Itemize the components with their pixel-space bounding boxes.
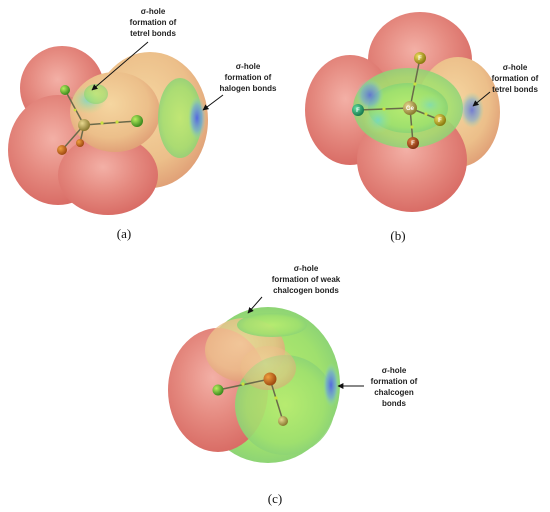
atom-b-f-top-label: F (418, 56, 422, 62)
annotation-c-weak-line1: σ-hole (294, 264, 319, 273)
panel-a: σ-hole formation of tetrel bonds σ-hole … (8, 7, 277, 241)
atom-a-bottom (76, 139, 84, 147)
atom-b-f-left (352, 104, 364, 116)
annotation-a-halogen-line1: σ-hole (236, 62, 261, 71)
annotation-a-tetrel-line1: σ-hole (141, 7, 166, 16)
esp-surface-c (168, 307, 340, 463)
atom-b-ge-center-label: Ge (406, 106, 415, 112)
annotation-c-weak-line3: chalcogen bonds (273, 286, 339, 295)
panel-label-b: (b) (390, 228, 405, 243)
arrow-c-weak (247, 296, 263, 314)
atom-a-top (60, 85, 70, 95)
annotation-c-chalcogen: σ-hole formation of chalcogen bonds (337, 366, 418, 408)
panel-label-a: (a) (117, 226, 131, 241)
atom-b-f-left-label: F (356, 108, 360, 114)
panel-b: F F F F Ge σ-hole formation of tetrel bo… (305, 12, 539, 243)
atom-b-f-bottom-label: F (411, 141, 415, 147)
molecule-b: F F F F Ge (352, 52, 446, 149)
arrow-b-tetrel (472, 91, 491, 107)
annotation-a-tetrel-line3: tetrel bonds (130, 29, 176, 38)
panel-label-c: (c) (268, 491, 282, 506)
atom-c-center (263, 372, 277, 386)
annotation-c-chalcogen-line1: σ-hole (382, 366, 407, 375)
arrow-a-tetrel (91, 41, 149, 91)
atom-b-f-top (414, 52, 426, 64)
annotation-c-weak-line2: formation of weak (272, 275, 341, 284)
annotation-c-weak-chalcogen: σ-hole formation of weak chalcogen bonds (247, 264, 341, 314)
annotation-a-halogen: σ-hole formation of halogen bonds (202, 62, 277, 111)
molecule-c (212, 372, 288, 426)
molecule-a (57, 85, 143, 155)
annotation-b-tetrel-line2: formation of (492, 74, 539, 83)
atom-a-left (57, 145, 67, 155)
annotation-c-chalcogen-line3: chalcogen (374, 388, 414, 397)
annotation-a-tetrel: σ-hole formation of tetrel bonds (91, 7, 177, 91)
annotation-c-chalcogen-line2: formation of (371, 377, 418, 386)
atom-b-ge-center (403, 101, 417, 115)
annotation-c-chalcogen-line4: bonds (382, 399, 407, 408)
panel-c: σ-hole formation of weak chalcogen bonds… (168, 264, 418, 506)
annotation-b-tetrel: σ-hole formation of tetrel bonds (472, 63, 539, 107)
atom-c-left (212, 384, 224, 396)
annotation-a-halogen-line2: formation of (225, 73, 272, 82)
annotation-b-tetrel-line1: σ-hole (503, 63, 528, 72)
atom-b-f-right-label: F (438, 118, 442, 124)
atom-b-f-bottom (407, 137, 419, 149)
atom-c-bottom (278, 416, 288, 426)
esp-surface-b (305, 12, 500, 212)
atom-a-center (78, 119, 90, 131)
atom-b-f-right (434, 114, 446, 126)
annotation-a-tetrel-line2: formation of (130, 18, 177, 27)
annotation-a-halogen-line3: halogen bonds (220, 84, 277, 93)
atom-a-right (131, 115, 143, 127)
esp-surface-a (8, 46, 208, 215)
annotation-b-tetrel-line3: tetrel bonds (492, 85, 538, 94)
arrow-a-halogen (202, 94, 224, 111)
